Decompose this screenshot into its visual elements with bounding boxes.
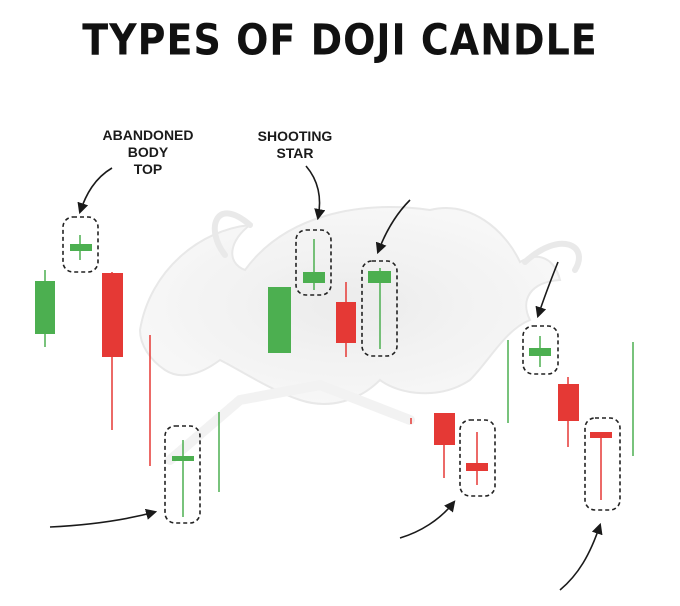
highlight-boxes (62, 216, 621, 524)
highlight-doji-bottom (164, 425, 201, 524)
candle (434, 413, 455, 478)
arrow-icon (49, 508, 158, 528)
highlight-doji-red (459, 419, 496, 497)
candle-doji (466, 432, 488, 485)
label-line: BODY (127, 144, 169, 160)
arrow-icon (399, 500, 456, 539)
arrows (49, 165, 603, 591)
candles (35, 235, 634, 517)
candle (102, 272, 123, 430)
candle-doji (303, 239, 325, 290)
page-title: TYPES OF DOJI CANDLE (82, 15, 598, 65)
candle (558, 377, 579, 447)
arrow-icon (305, 165, 326, 221)
candle (35, 270, 55, 347)
arrow-icon (535, 261, 559, 319)
candle-doji (70, 235, 92, 260)
highlight-shooting-star (295, 229, 332, 296)
label-line: TOP (133, 161, 163, 177)
highlight-abandoned-body-top (62, 216, 99, 273)
highlight-doji-2 (361, 260, 398, 357)
candle (336, 282, 356, 357)
arrow-icon (375, 199, 411, 255)
candle (268, 287, 291, 353)
label-abandoned-body-top: ABANDONED BODY TOP (88, 127, 208, 178)
candle-doji (590, 432, 612, 500)
highlight-doji-top-right (522, 325, 559, 375)
arrow-icon (559, 522, 603, 591)
label-line: ABANDONED (102, 127, 194, 143)
label-shooting-star: SHOOTING STAR (245, 128, 345, 162)
candle-doji (172, 440, 194, 517)
label-line: STAR (276, 145, 314, 161)
bull-watermark-icon (138, 206, 582, 465)
arrow-icon (77, 167, 113, 215)
highlight-gravestone (584, 417, 621, 511)
candle-doji (368, 268, 391, 349)
label-line: SHOOTING (257, 128, 333, 144)
candle-doji (529, 336, 551, 367)
